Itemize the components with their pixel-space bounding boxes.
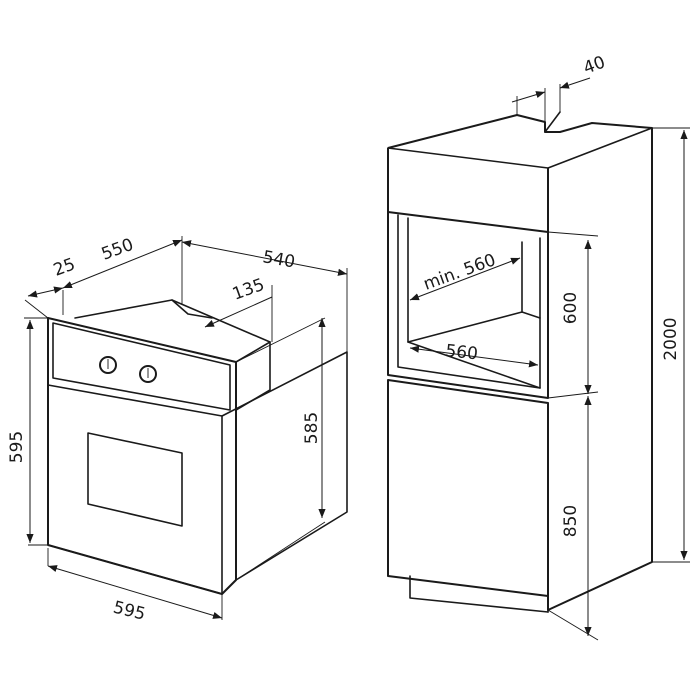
niche-inner-box: [407, 217, 523, 343]
label-width: 595: [111, 598, 147, 625]
cabinet-drawing: 40 min. 560 560 600 2000 850: [387, 53, 690, 641]
oven-body-side: [221, 351, 348, 595]
dim-line-540: [181, 240, 348, 276]
dim-line-40: [511, 91, 546, 103]
knob-left: [99, 356, 117, 374]
dim-line-550: [62, 239, 183, 289]
knob-right: [139, 365, 157, 383]
label-total-depth: 540: [261, 247, 296, 272]
dim-line-25: [27, 286, 64, 298]
label-left-gap: 25: [51, 255, 78, 281]
dim-line-min-560: [409, 257, 521, 301]
cabinet-lower-section: [387, 379, 549, 597]
cabinet-niche: [387, 212, 549, 399]
label-body-height: 585: [302, 412, 322, 444]
label-panel: 135: [230, 275, 267, 305]
oven-top-frame: [74, 299, 271, 411]
control-strip: [52, 322, 231, 411]
dim-line-560: [409, 345, 539, 368]
label-base-height: 850: [561, 505, 581, 537]
label-niche-height: 600: [561, 292, 581, 324]
cabinet-top-box: [387, 114, 653, 611]
oven-drawing: 25 550 540 135 595 585 595: [7, 235, 348, 625]
label-top-gap: 40: [581, 53, 608, 79]
dim-line-595-width: [47, 565, 223, 619]
dim-line-135: [204, 296, 273, 328]
label-total-height: 2000: [661, 317, 681, 360]
label-niche-width: 560: [444, 341, 478, 364]
label-min-depth: min. 560: [421, 250, 499, 295]
door-window: [87, 432, 183, 527]
label-height: 595: [7, 431, 27, 463]
